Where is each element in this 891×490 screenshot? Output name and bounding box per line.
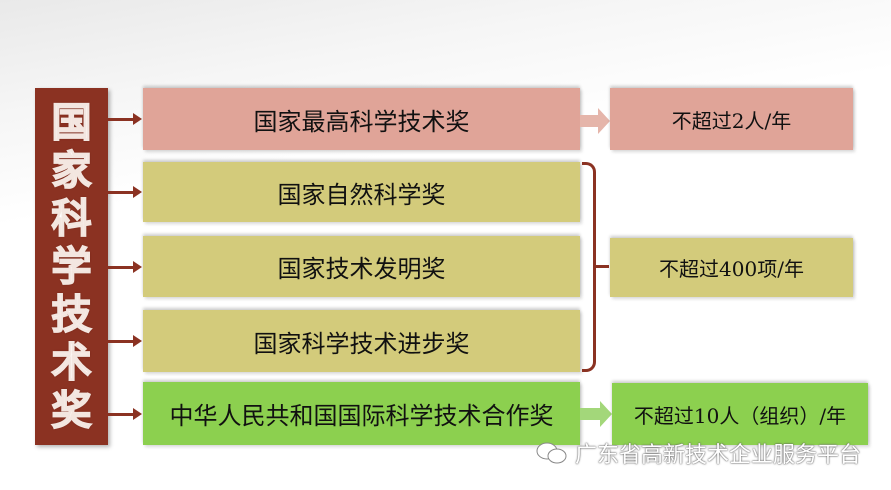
arrow-connector (108, 113, 142, 125)
arrow-connector (108, 335, 142, 347)
arrow-right-icon (580, 108, 610, 134)
watermark-text: 广东省高新技术企业服务平台 (575, 443, 862, 468)
award-box-technical-invention: 国家技术发明奖 (143, 236, 580, 297)
award-label: 中华人民共和国国际科学技术合作奖 (169, 402, 554, 430)
limit-box-top: 不超过2人/年 (610, 88, 853, 150)
arrow-right-icon (580, 401, 612, 427)
side-title-char: 奖 (51, 387, 93, 434)
arrow-connector (108, 408, 142, 420)
award-box-highest: 国家最高科学技术奖 (143, 88, 580, 150)
bracket (582, 162, 596, 372)
arrow-connector (108, 186, 142, 198)
wechat-icon (536, 442, 567, 464)
side-title-char: 家 (51, 147, 93, 194)
award-label: 国家自然科学奖 (277, 180, 446, 209)
arrow-connector (108, 261, 142, 273)
side-title-bar: 国 家 科 学 技 术 奖 (35, 88, 108, 445)
limit-label: 不超过2人/年 (671, 108, 792, 133)
limit-label: 不超过10人（组织）/年 (633, 403, 847, 428)
side-title-char: 术 (51, 339, 93, 386)
side-title-char: 国 (51, 99, 93, 146)
watermark: 广东省高新技术企业服务平台 (535, 437, 861, 469)
award-label: 国家最高科学技术奖 (253, 107, 470, 136)
limit-box-bottom: 不超过10人（组织）/年 (612, 383, 868, 445)
award-label: 国家技术发明奖 (277, 255, 446, 283)
limit-box-middle: 不超过400项/年 (610, 238, 853, 297)
side-title-char: 学 (51, 243, 93, 290)
award-box-progress: 国家科学技术进步奖 (143, 310, 580, 372)
side-title-char: 技 (51, 291, 93, 338)
bracket-tip (595, 265, 609, 268)
award-label: 国家科学技术进步奖 (253, 329, 470, 358)
award-box-international: 中华人民共和国国际科学技术合作奖 (143, 382, 580, 445)
side-title-char: 科 (51, 195, 93, 242)
award-box-natural-science: 国家自然科学奖 (143, 162, 580, 222)
limit-label: 不超过400项/年 (659, 257, 804, 281)
